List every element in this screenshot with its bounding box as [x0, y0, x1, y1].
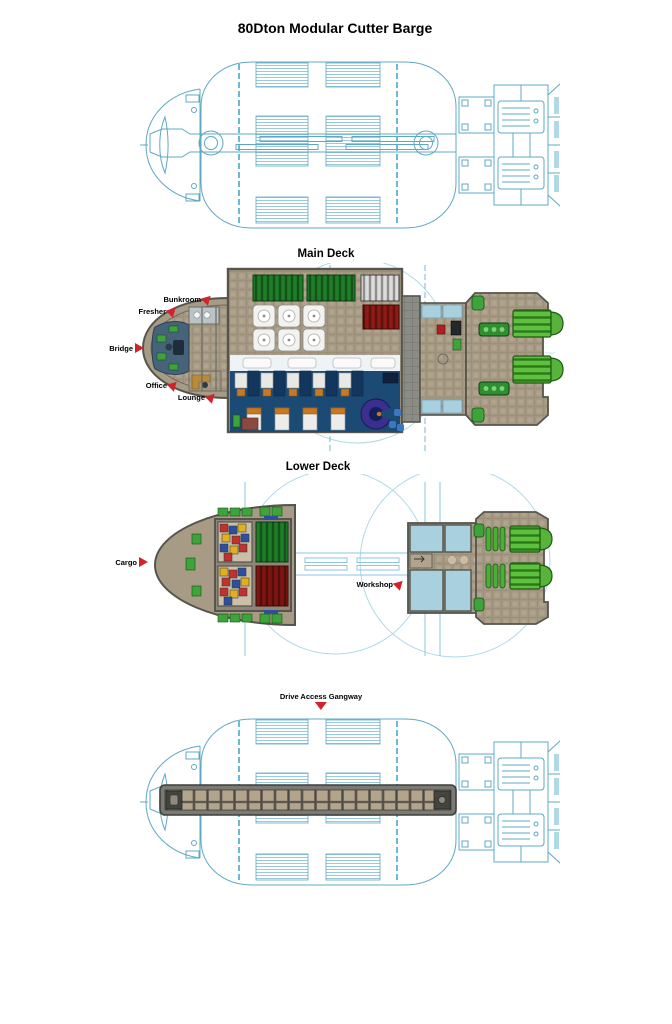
callout-bunkroom: Bunkroom	[163, 292, 215, 306]
crate-bays	[217, 521, 253, 607]
nose-section	[141, 296, 229, 400]
callout-fresher: Fresher	[138, 304, 180, 318]
bunkroom-area	[252, 274, 400, 352]
sheet-title: 80Dton Modular Cutter Barge	[237, 20, 433, 36]
pointer-arrow-icon	[314, 702, 327, 710]
pointer-arrow-icon	[139, 557, 148, 567]
habitat-module	[226, 267, 404, 434]
lounge-chairs	[389, 409, 404, 431]
engineering-section	[401, 292, 564, 426]
callout-label: Workshop	[356, 579, 393, 589]
bunk-pods	[252, 304, 326, 352]
callout-office: Office	[145, 378, 181, 392]
callout-cargo: Cargo	[115, 557, 148, 567]
lower-deck-plan	[153, 474, 553, 658]
callout-label: Fresher	[138, 306, 166, 316]
workshop-section	[407, 511, 553, 625]
round-couch	[360, 398, 393, 430]
main-deck-plan	[141, 263, 564, 451]
callout-workshop: Workshop	[356, 577, 407, 591]
callout-label: Drive Access Gangway	[279, 692, 363, 701]
mid-corridor	[230, 355, 400, 371]
drive-access-gangway	[159, 784, 457, 816]
callout-label: Cargo	[115, 557, 137, 567]
lounge-area	[230, 370, 404, 432]
main-deck-title: Main Deck	[297, 248, 355, 260]
callout-label: Office	[145, 380, 167, 390]
dorsal-outline-view	[140, 61, 560, 229]
callout-lounge: Lounge	[177, 390, 219, 404]
callout-label: Bunkroom	[163, 294, 202, 304]
callout-label: Bridge	[109, 343, 133, 353]
cargo-section	[153, 503, 296, 627]
callout-drive-access-gangway: Drive Access Gangway	[280, 692, 362, 710]
drive-machinery	[473, 523, 553, 612]
callout-label: Lounge	[177, 392, 205, 402]
drive-units	[471, 295, 564, 423]
hull-outline	[140, 61, 560, 229]
pointer-arrow-icon	[135, 343, 144, 353]
ventral-outline-view	[140, 718, 560, 886]
lower-deck-title: Lower Deck	[285, 461, 351, 473]
callout-bridge: Bridge	[109, 343, 144, 353]
